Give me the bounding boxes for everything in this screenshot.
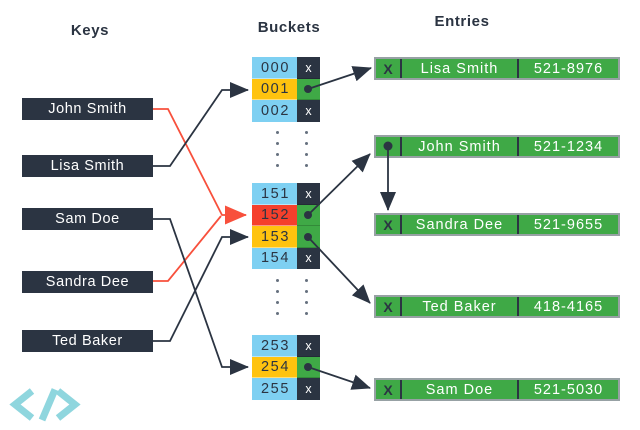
entry-pointer-cell: X [376,59,402,78]
slash [38,388,59,422]
key-ted-baker: Ted Baker [22,330,153,352]
entry-phone: 521-1234 [533,138,604,155]
bucket-pointer-empty: x [297,57,320,79]
buckets-column-title: Buckets [257,19,321,36]
null-marker: x [305,186,312,201]
bucket-row-254: 254 [252,356,320,378]
bucket-index: 154 [252,247,297,269]
key-lisa-smith: Lisa Smith [22,155,153,177]
entry-ted-baker: X Ted Baker 418-4165 [374,295,620,318]
entry-name: John Smith [402,137,519,156]
entry-name: Ted Baker [402,297,519,316]
end-marker: X [383,298,393,315]
key-to-bucket-arrows [153,82,249,375]
bucket-index: 152 [252,204,297,226]
entry-phone: 521-8976 [533,60,604,77]
key-john-smith: John Smith [22,98,153,120]
bucket-index: 153 [252,226,297,248]
bucket-row-000: 000 x [252,57,320,79]
bucket-pointer-empty: x [297,247,320,269]
bucket-row-151: 151 x [252,183,320,205]
bucket-pointer-empty: x [297,183,320,205]
bucket-row-255: 255 x [252,378,320,400]
bucket-pointer-empty: x [297,100,320,122]
left-angle-bracket [9,388,35,421]
null-marker: x [305,251,312,266]
null-marker: x [305,338,312,353]
arrow-ted-to-153 [153,229,249,342]
bucket-index: 151 [252,183,297,205]
bucket-pointer-occupied [297,226,320,248]
arrow-lisa-to-001 [153,82,249,167]
ellipsis-dots [276,279,279,315]
entry-pointer-cell: X [376,215,402,234]
key-sandra-dee: Sandra Dee [22,271,153,293]
entry-pointer-cell: X [376,297,402,316]
entry-name: Sam Doe [402,380,519,399]
bucket-row-152: 152 [252,204,320,226]
entry-phone: 521-9655 [533,216,604,233]
null-marker: x [305,60,312,75]
key-sam-doe: Sam Doe [22,208,153,230]
bucket-row-253: 253 x [252,335,320,357]
bucket-group-bottom: 253 x 254 255 x [252,335,320,400]
bucket-pointer-empty: x [297,378,320,400]
arrow-sandra-to-152 [153,215,222,282]
entry-pointer-cell: X [376,380,402,399]
bucket-pointer-occupied [297,204,320,226]
null-marker: x [305,381,312,396]
bucket-row-154: 154 x [252,247,320,269]
code-brackets-logo-icon [9,388,81,422]
entry-sandra-dee: X Sandra Dee 521-9655 [374,213,620,236]
bucket-row-002: 002 x [252,100,320,122]
right-angle-bracket [55,388,81,421]
entry-name: Lisa Smith [402,59,519,78]
entries-column-title: Entries [434,13,490,30]
bucket-group-top: 000 x 001 002 x [252,57,320,122]
bucket-row-001: 001 [252,78,320,100]
end-marker: X [383,60,393,77]
entry-lisa-smith: X Lisa Smith 521-8976 [374,57,620,80]
entry-name: Sandra Dee [402,215,519,234]
ellipsis-dots [305,131,308,167]
end-marker: X [383,381,393,398]
entry-sam-doe: X Sam Doe 521-5030 [374,378,620,401]
bucket-index: 002 [252,100,297,122]
bucket-index: 254 [252,356,297,378]
keys-column-title: Keys [70,22,110,39]
null-marker: x [305,103,312,118]
bucket-index: 253 [252,335,297,357]
bucket-pointer-empty: x [297,335,320,357]
entry-phone: 521-5030 [533,381,604,398]
bucket-pointer-occupied [297,78,320,100]
ellipsis-dots [305,279,308,315]
end-marker: X [383,216,393,233]
entry-pointer-cell [376,137,402,156]
bucket-group-middle: 151 x 152 153 154 x [252,183,320,269]
bucket-index: 255 [252,378,297,400]
entry-john-smith: John Smith 521-1234 [374,135,620,158]
bucket-row-153: 153 [252,226,320,248]
bucket-pointer-occupied [297,356,320,378]
bucket-index: 000 [252,57,297,79]
entry-phone: 418-4165 [533,298,604,315]
arrow-sam-to-254 [153,218,249,375]
bucket-index: 001 [252,78,297,100]
arrow-john-to-152 [153,108,247,225]
ellipsis-dots [276,131,279,167]
